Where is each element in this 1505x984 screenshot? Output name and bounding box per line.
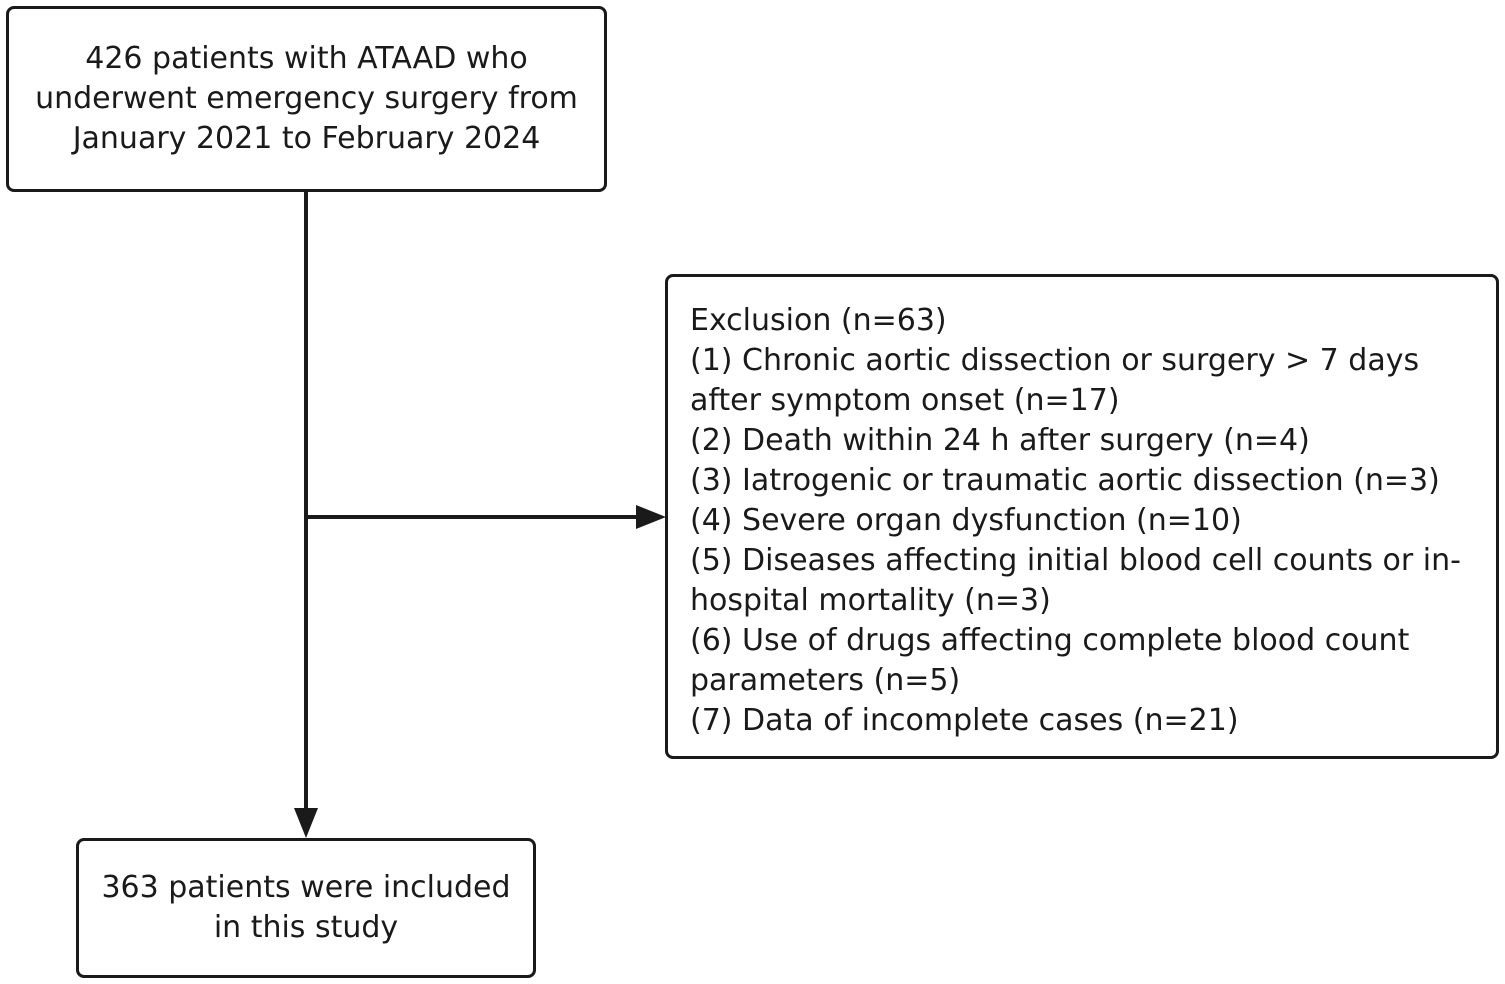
exclusion-item-5b: hospital mortality (n=3) [690, 583, 1051, 618]
exclusion-item-2: (2) Death within 24 h after surgery (n=4… [690, 423, 1310, 458]
exclusion-item-6b: parameters (n=5) [690, 663, 961, 698]
included-line-1: 363 patients were included [101, 870, 511, 905]
exclusion-item-1a: (1) Chronic aortic dissection or surgery… [690, 343, 1420, 378]
enrolled-patients-box: 426 patients with ATAAD who underwent em… [6, 6, 607, 192]
exclusion-item-3: (3) Iatrogenic or traumatic aortic disse… [690, 463, 1440, 498]
exclusion-item-6a: (6) Use of drugs affecting complete bloo… [690, 623, 1410, 658]
exclusion-item-4: (4) Severe organ dysfunction (n=10) [690, 503, 1242, 538]
exclusion-criteria-text: Exclusion (n=63) (1) Chronic aortic diss… [690, 301, 1461, 741]
included-line-2: in this study [213, 910, 399, 945]
exclusion-branch-arrowhead [636, 505, 666, 529]
exclusion-item-7: (7) Data of incomplete cases (n=21) [690, 703, 1239, 738]
enrolled-line-2: underwent emergency surgery from [35, 81, 578, 116]
enrolled-line-1: 426 patients with ATAAD who [85, 41, 528, 76]
main-flow-arrowhead [294, 808, 318, 838]
exclusion-item-1b: after symptom onset (n=17) [690, 383, 1120, 418]
exclusion-criteria-box: Exclusion (n=63) (1) Chronic aortic diss… [665, 274, 1499, 759]
exclusion-item-5a: (5) Diseases affecting initial blood cel… [690, 543, 1461, 578]
exclusion-title: Exclusion (n=63) [690, 303, 947, 338]
enrolled-line-3: January 2021 to February 2024 [72, 121, 541, 156]
included-patients-box: 363 patients were included in this study [76, 838, 536, 978]
enrolled-patients-text: 426 patients with ATAAD who underwent em… [9, 39, 604, 159]
included-patients-text: 363 patients were included in this study [101, 868, 510, 948]
